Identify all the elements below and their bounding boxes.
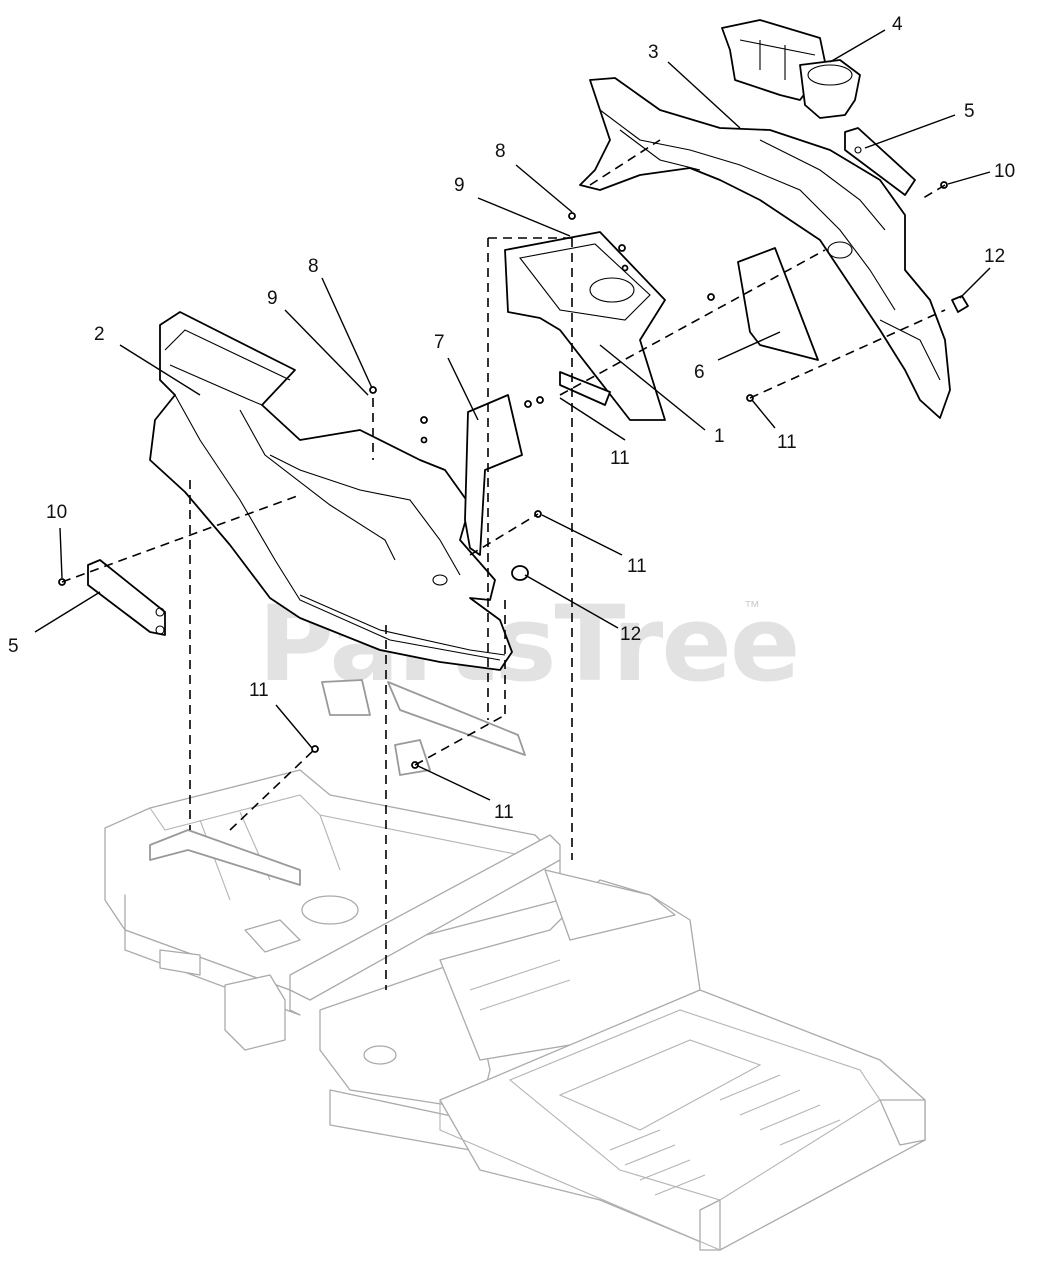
part-5-hinge-bracket-right [844, 127, 916, 196]
callout-5-left: 5 [8, 636, 19, 657]
callout-5-right: 5 [964, 101, 975, 122]
part-12-bumper [511, 295, 969, 581]
part-1-center-panel [504, 231, 666, 421]
callout-7: 7 [434, 332, 445, 353]
callout-3: 3 [648, 42, 659, 63]
lower-brackets [149, 679, 526, 886]
callout-8-left: 8 [308, 256, 319, 277]
callout-8-top: 8 [495, 141, 506, 162]
callout-11-center: 11 [610, 448, 630, 469]
callout-11-mid: 11 [627, 556, 647, 577]
callout-11-right: 11 [777, 432, 797, 453]
part-2-front-hood [149, 311, 513, 671]
hardware [58, 181, 948, 769]
callout-11-lower: 11 [494, 802, 514, 823]
leader-lines [34, 29, 991, 801]
callout-10-right: 10 [994, 161, 1015, 182]
part-7-bracket-plate [464, 394, 523, 556]
callout-12-right: 12 [984, 246, 1005, 267]
part-6-bracket-plate [737, 247, 819, 361]
callout-9-left: 9 [267, 288, 278, 309]
part-3-rear-fender [579, 77, 951, 419]
callout-4: 4 [892, 14, 903, 35]
callout-2: 2 [94, 324, 105, 345]
part-4-storage-tray [721, 19, 861, 119]
callout-labels: 1 2 3 4 5 5 6 7 8 8 9 9 10 10 11 11 11 1… [8, 14, 1015, 823]
callout-6: 6 [694, 362, 705, 383]
callout-9-top: 9 [454, 175, 465, 196]
part-5-hinge-bracket-left [87, 559, 166, 636]
callout-10-left: 10 [46, 502, 67, 523]
callout-11-lower-left: 11 [249, 680, 269, 701]
callout-1: 1 [714, 426, 725, 447]
assembly-lines [61, 139, 946, 990]
tractor-frame [104, 769, 926, 1251]
watermark-trademark: ™ [744, 599, 760, 616]
callout-12-bottom: 12 [620, 624, 641, 645]
